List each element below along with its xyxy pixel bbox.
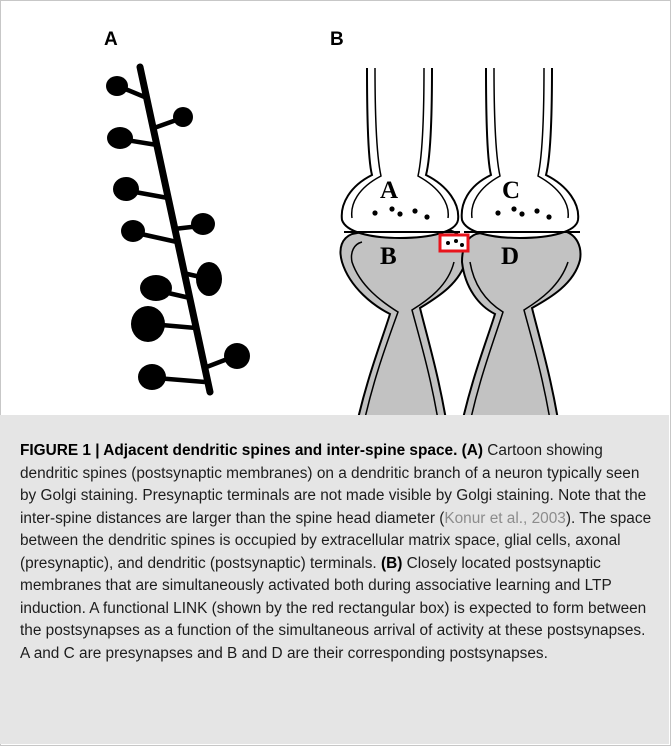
- spine-left-2: [107, 127, 157, 149]
- vesicle: [389, 206, 394, 211]
- vesicle: [495, 210, 500, 215]
- spine-left-4: [121, 220, 177, 242]
- vesicle: [397, 211, 402, 216]
- vesicle: [412, 208, 417, 213]
- caption-title: FIGURE 1 | Adjacent dendritic spines and…: [20, 442, 457, 459]
- panel-b-synapse-diagram: A C B D: [340, 68, 580, 415]
- right-postsynapse: [460, 228, 580, 415]
- figure-caption: FIGURE 1 | Adjacent dendritic spines and…: [20, 440, 656, 665]
- vesicle: [424, 214, 429, 219]
- left-postsynapse: [340, 228, 466, 415]
- spine-left-6: [131, 306, 196, 342]
- synapse-label-b: B: [380, 243, 397, 270]
- vesicle: [511, 206, 516, 211]
- spine-left-3: [113, 177, 168, 201]
- synapse-label-c: C: [502, 177, 520, 204]
- figure-illustration: A C B D: [0, 0, 671, 415]
- vesicle: [372, 210, 377, 215]
- spine-right-4: [204, 343, 250, 369]
- spine-left-7: [138, 364, 205, 390]
- synapse-label-d: D: [501, 243, 519, 270]
- caption-part-b-tag: (B): [381, 555, 402, 572]
- vesicle: [546, 214, 551, 219]
- right-synapse: [460, 68, 580, 415]
- citation-link[interactable]: Konur et al., 2003: [444, 510, 566, 527]
- spine-right-1: [154, 107, 193, 128]
- vesicle: [534, 208, 539, 213]
- vesicle: [519, 211, 524, 216]
- synapse-label-a: A: [380, 177, 398, 204]
- spine-right-2: [174, 213, 215, 235]
- link-box: [440, 235, 468, 251]
- panel-a-dendrite-cartoon: [106, 67, 250, 392]
- caption-part-a-tag: (A): [462, 442, 483, 459]
